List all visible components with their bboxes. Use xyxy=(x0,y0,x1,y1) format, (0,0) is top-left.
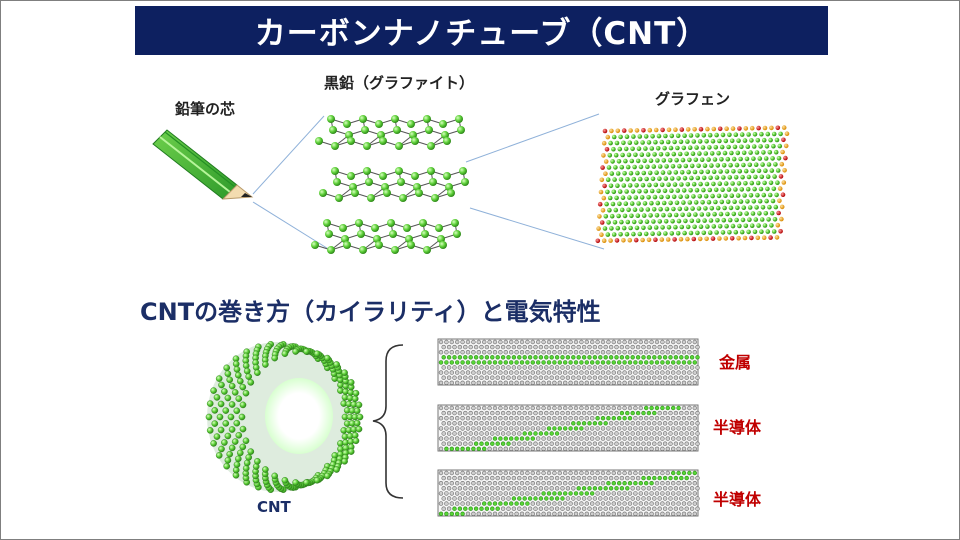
label-cnt: CNT xyxy=(257,498,291,516)
graphite-lattice xyxy=(311,115,469,254)
tube-type-label: 金属 xyxy=(719,349,751,373)
tube-type-label: 半導体 xyxy=(713,414,761,438)
cnt-end-view xyxy=(206,341,363,493)
tube-type-label: 半導体 xyxy=(713,486,761,510)
pencil-icon xyxy=(153,130,252,199)
graphene-sheet xyxy=(596,125,790,243)
nanotube-strips xyxy=(438,339,699,516)
brace xyxy=(373,345,403,498)
label-pencil-core: 鉛筆の芯 xyxy=(175,98,235,119)
label-graphene: グラフェン xyxy=(655,88,730,109)
section-heading: CNTの巻き方（カイラリティ）と電気特性 xyxy=(140,292,601,327)
label-graphite: 黒鉛（グラファイト） xyxy=(324,72,474,93)
zoom-lines xyxy=(253,114,604,250)
